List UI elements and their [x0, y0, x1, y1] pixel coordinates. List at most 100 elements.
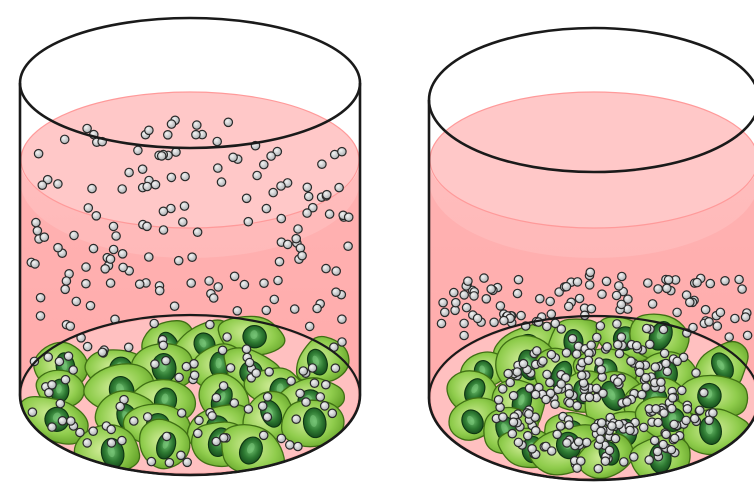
- particle: [182, 362, 190, 370]
- particle: [701, 306, 709, 314]
- particle: [565, 421, 573, 429]
- particle: [89, 427, 97, 435]
- right-container: [429, 28, 754, 482]
- particle: [219, 382, 227, 390]
- particle: [494, 396, 502, 404]
- particle: [473, 314, 481, 322]
- particle: [322, 381, 330, 389]
- particle: [692, 369, 700, 377]
- particle: [274, 276, 282, 284]
- particle: [89, 244, 97, 252]
- particle: [617, 300, 625, 308]
- particle: [696, 406, 704, 414]
- particle: [648, 300, 656, 308]
- particle: [112, 232, 120, 240]
- particle: [452, 299, 460, 307]
- particle: [565, 302, 573, 310]
- particle: [316, 393, 324, 401]
- particle: [277, 214, 285, 222]
- particle: [138, 165, 146, 173]
- particle: [633, 342, 641, 350]
- particle: [721, 277, 729, 285]
- particle: [55, 357, 63, 365]
- particle: [130, 417, 138, 425]
- left-container: [12, 18, 360, 482]
- particle: [705, 416, 713, 424]
- particle: [109, 222, 117, 230]
- particle: [83, 124, 91, 132]
- particle: [585, 393, 593, 401]
- particle: [543, 370, 551, 378]
- particle: [180, 202, 188, 210]
- particle: [267, 152, 275, 160]
- particle: [159, 226, 167, 234]
- particle: [439, 299, 447, 307]
- particle: [586, 281, 594, 289]
- particle: [193, 228, 201, 236]
- particle: [38, 181, 46, 189]
- particle: [735, 275, 743, 283]
- particle: [187, 279, 195, 287]
- particle: [208, 412, 216, 420]
- particle: [557, 325, 565, 333]
- particle: [573, 350, 581, 358]
- particle: [263, 413, 271, 421]
- particle: [543, 322, 551, 330]
- particle: [603, 343, 611, 351]
- particle: [310, 379, 318, 387]
- particle: [214, 283, 222, 291]
- particle: [630, 453, 638, 461]
- particle: [617, 333, 625, 341]
- particle: [338, 315, 346, 323]
- particle: [645, 456, 653, 464]
- particle: [151, 181, 159, 189]
- medium-surface: [430, 92, 754, 228]
- particle: [323, 191, 331, 199]
- particle: [84, 204, 92, 212]
- particle: [167, 120, 175, 128]
- particle: [291, 305, 299, 313]
- particle: [517, 311, 525, 319]
- particle: [299, 367, 307, 375]
- particle: [147, 457, 155, 465]
- particle: [705, 318, 713, 326]
- particle: [262, 306, 270, 314]
- particle: [531, 390, 539, 398]
- particle: [56, 399, 64, 407]
- particle: [64, 352, 72, 360]
- particle: [34, 150, 42, 158]
- particle: [654, 285, 662, 293]
- particle: [242, 345, 250, 353]
- particle: [245, 358, 253, 366]
- particle: [167, 173, 175, 181]
- particle: [125, 343, 133, 351]
- particle: [499, 385, 507, 393]
- particle: [673, 357, 681, 365]
- particle: [101, 265, 109, 273]
- particle: [116, 402, 124, 410]
- particle: [125, 168, 133, 176]
- particle: [332, 267, 340, 275]
- particle: [177, 451, 185, 459]
- particle: [76, 428, 84, 436]
- particle: [668, 404, 676, 412]
- particle: [657, 378, 665, 386]
- particle: [509, 418, 517, 426]
- particle: [61, 285, 69, 293]
- particle: [670, 420, 678, 428]
- particle: [599, 389, 607, 397]
- particle: [602, 277, 610, 285]
- particle: [286, 441, 294, 449]
- particle: [464, 277, 472, 285]
- particle: [547, 350, 555, 358]
- particle: [302, 398, 310, 406]
- particle: [344, 242, 352, 250]
- particle: [508, 430, 516, 438]
- particle: [524, 432, 532, 440]
- particle: [223, 333, 231, 341]
- particle: [614, 378, 622, 386]
- particle: [190, 371, 198, 379]
- particle: [242, 194, 250, 202]
- particle: [528, 445, 536, 453]
- particle: [263, 393, 271, 401]
